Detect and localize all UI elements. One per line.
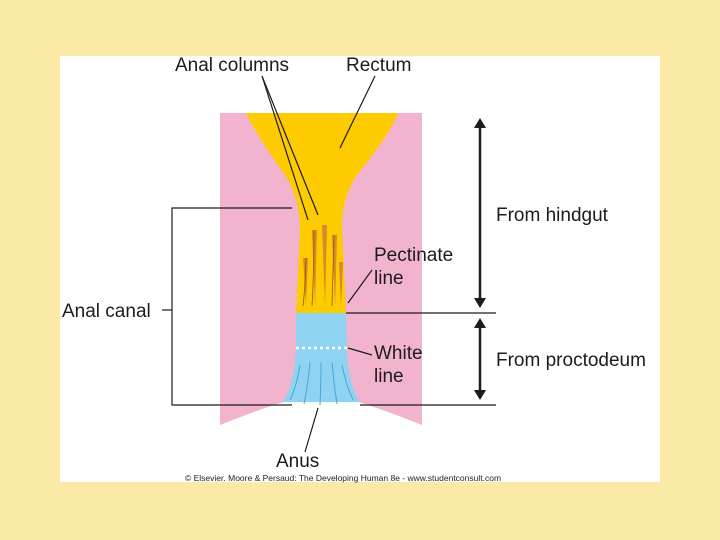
anal-column (322, 225, 327, 306)
anal-column (312, 230, 317, 306)
anal-canal-bracket (171, 207, 292, 406)
label-from-proctodeum: From proctodeum (496, 350, 646, 371)
proctodeum-region (283, 313, 360, 402)
leader-lines (162, 75, 496, 453)
label-anal-canal: Anal canal (62, 301, 151, 322)
leader-pectinate (347, 269, 373, 304)
label-white: White (374, 343, 423, 364)
anal-column-outlines (302, 229, 335, 307)
leader-anal-columns-2 (261, 75, 309, 221)
label-from-hindgut: From hindgut (496, 205, 609, 226)
anal-column (339, 262, 343, 306)
hindgut-region (246, 113, 398, 313)
anal-column (303, 258, 308, 306)
copyright-credit: © Elsevier. Moore & Persaud: The Develop… (185, 473, 501, 483)
label-pectinate-line: line (374, 268, 404, 289)
label-anus: Anus (276, 451, 319, 472)
leader-anus (304, 407, 319, 453)
leader-anal-columns (261, 75, 319, 216)
anal-folds (289, 361, 354, 406)
label-pectinate: Pectinate (374, 245, 453, 266)
label-white-line: line (374, 366, 404, 387)
label-anal-columns: Anal columns (175, 55, 289, 76)
leader-white-line (347, 347, 373, 356)
leader-rectum (339, 75, 376, 149)
label-rectum: Rectum (346, 55, 411, 76)
